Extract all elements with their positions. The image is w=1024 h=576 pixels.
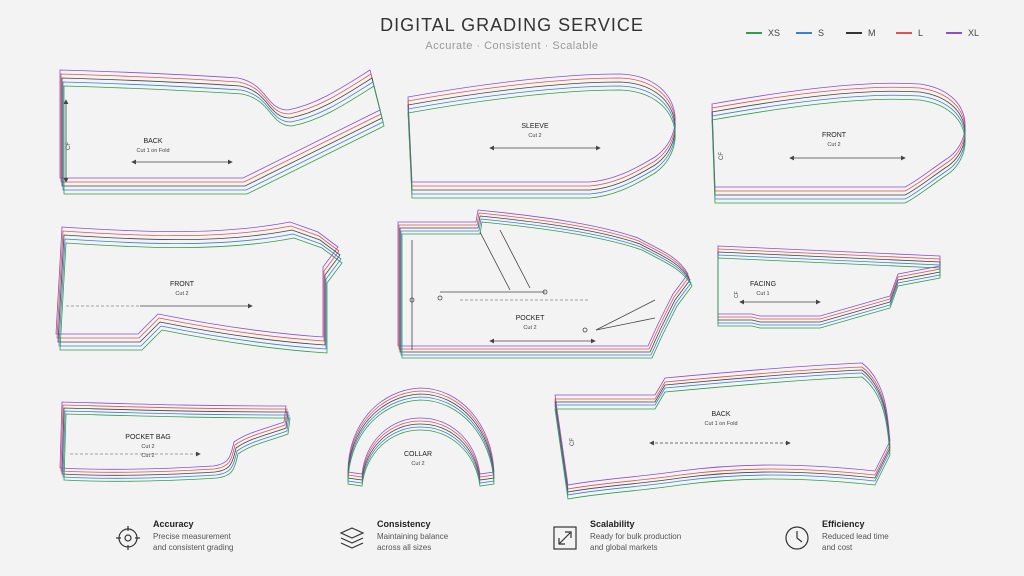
- legend-swatch-s: [796, 32, 812, 34]
- legend-item-xl: XL: [946, 27, 996, 39]
- legend-item-s: S: [796, 27, 846, 39]
- feature-desc-line2: and consistent grading: [153, 543, 234, 552]
- pattern-piece-front-top: [711, 82, 966, 204]
- legend-swatch-l: [896, 32, 912, 34]
- feature-title: Consistency: [377, 519, 431, 529]
- legend-label: XL: [968, 28, 980, 38]
- legend-swatch-m: [846, 32, 862, 34]
- piece-cut-label: Cut 2: [175, 291, 188, 297]
- feature-efficiency: Efficiency Reduced lead time and cost: [784, 519, 1004, 559]
- piece-cut-label: Cut 2: [141, 444, 154, 450]
- feature-title: Efficiency: [822, 519, 865, 529]
- piece-cut-label: Cut 2: [523, 325, 536, 331]
- feature-scalability: Scalability Ready for bulk production an…: [552, 519, 772, 559]
- layers-icon: [339, 527, 365, 549]
- legend-item-xs: XS: [746, 27, 796, 39]
- legend-label: M: [868, 28, 876, 38]
- feature-desc-line1: Reduced lead time: [822, 532, 889, 541]
- piece-cut-label: Cut 2: [528, 133, 541, 139]
- piece-name-label: COLLAR: [404, 451, 432, 458]
- feature-desc-line1: Precise measurement: [153, 532, 231, 541]
- target-icon: [116, 526, 140, 550]
- piece-cut-label: Cut 1: [756, 291, 769, 297]
- legend-swatch-xs: [746, 32, 762, 34]
- piece-fold-label: CF: [719, 152, 725, 160]
- page-title: DIGITAL GRADING SERVICE: [380, 15, 644, 35]
- size-legend: XS S M L XL: [746, 27, 996, 39]
- piece-name-label: SLEEVE: [521, 123, 549, 130]
- pattern-piece-front-mid: [55, 221, 343, 354]
- piece-cut-label: Cut 2: [141, 453, 154, 459]
- piece-cut-label: Cut 2: [827, 142, 840, 148]
- legend-swatch-xl: [946, 32, 962, 34]
- piece-name-label: FRONT: [822, 132, 847, 139]
- feature-desc-line2: and cost: [822, 543, 853, 552]
- clock-icon: [785, 526, 809, 550]
- pattern-piece-pocket: [397, 209, 693, 359]
- feature-desc-line2: across all sizes: [377, 543, 432, 552]
- pattern-piece-collar: [347, 387, 495, 487]
- pattern-pieces-canvas: CF BACK Cut 1 on Fold SLEEVE Cut 2 CF FR…: [55, 69, 966, 500]
- piece-fold-label: CF: [734, 291, 740, 298]
- page-subtitle: Accurate · Consistent · Scalable: [425, 40, 599, 52]
- feature-desc-line1: Ready for bulk production: [590, 532, 682, 541]
- feature-desc-line1: Maintaining balance: [377, 532, 449, 541]
- piece-name-label: POCKET BAG: [125, 434, 170, 441]
- piece-cut-label: Cut 2: [411, 461, 424, 467]
- piece-cut-label: Cut 1 on Fold: [704, 421, 737, 427]
- feature-accuracy: Accuracy Precise measurement and consist…: [115, 519, 335, 559]
- legend-item-m: M: [846, 27, 896, 39]
- pattern-piece-sleeve: [407, 73, 676, 199]
- legend-label: XS: [768, 28, 781, 38]
- legend-item-l: L: [896, 27, 946, 39]
- legend-label: L: [918, 28, 924, 38]
- expand-icon: [553, 526, 577, 550]
- feature-title: Accuracy: [153, 519, 194, 529]
- feature-consistency: Consistency Maintaining balance across a…: [339, 519, 559, 559]
- piece-name-label: BACK: [143, 138, 162, 145]
- pattern-piece-facing: [717, 245, 941, 329]
- piece-name-label: POCKET: [516, 315, 546, 322]
- feature-title: Scalability: [590, 519, 635, 529]
- legend-label: S: [818, 28, 825, 38]
- pattern-piece-pocket-bag: [59, 401, 291, 482]
- piece-fold-label: CF: [66, 142, 72, 150]
- pattern-piece-back-top: [59, 69, 385, 195]
- pattern-piece-back-bottom: [554, 362, 891, 500]
- piece-name-label: BACK: [711, 411, 730, 418]
- piece-fold-label: CF: [570, 438, 576, 446]
- piece-cut-label: Cut 1 on Fold: [136, 148, 169, 154]
- piece-name-label: FRONT: [170, 281, 195, 288]
- feature-desc-line2: and global markets: [590, 543, 658, 552]
- piece-name-label: FACING: [750, 281, 776, 288]
